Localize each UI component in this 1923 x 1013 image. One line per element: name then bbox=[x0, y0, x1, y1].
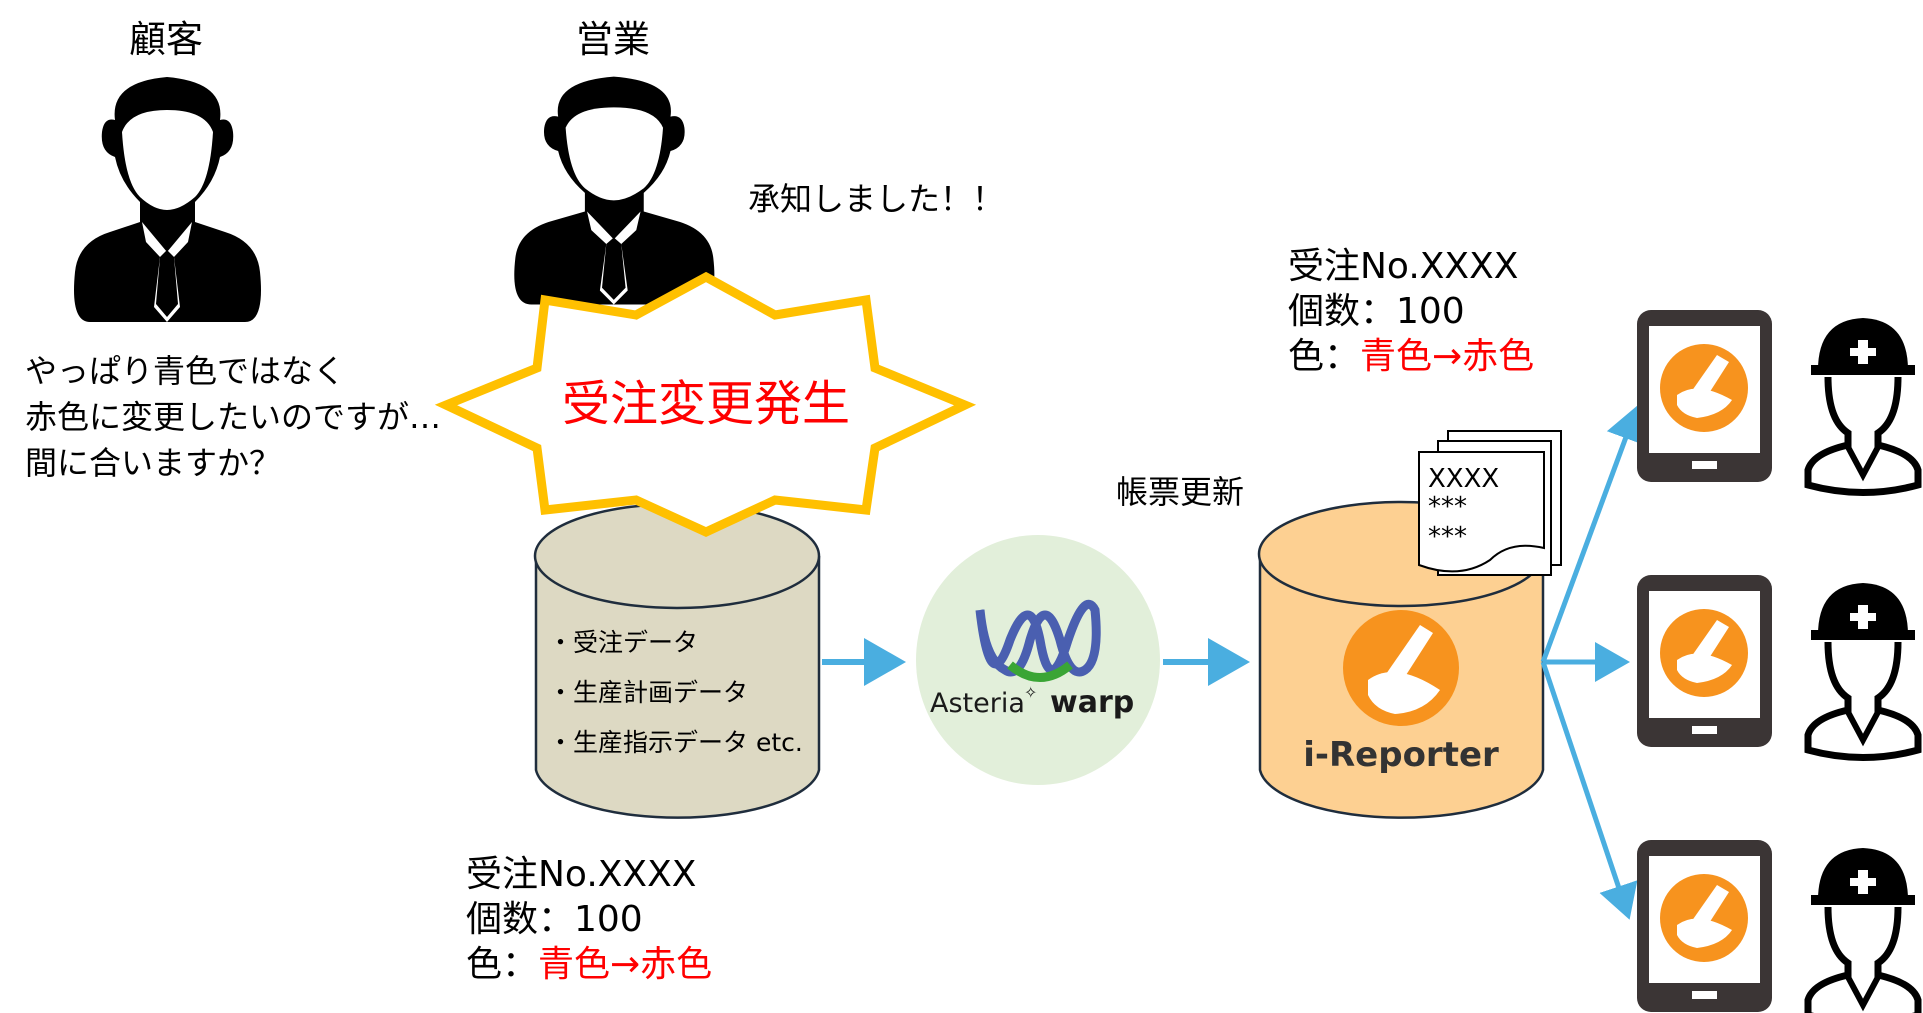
customer-label: 顧客 bbox=[129, 18, 203, 61]
arrow-to-tablet-1 bbox=[1540, 405, 1645, 663]
change-event-label: 受注変更発生 bbox=[562, 376, 850, 432]
worker-icon bbox=[1808, 315, 1918, 493]
order-info-bottom-color: 色：青色→赤色 bbox=[466, 944, 712, 985]
asteria-name: Asteria bbox=[930, 688, 1025, 719]
customer-request-line-3: 間に合いますか？ bbox=[25, 444, 281, 482]
tablet-icon bbox=[1637, 310, 1772, 482]
customer-person-icon bbox=[74, 77, 261, 322]
sales-person-icon bbox=[514, 76, 715, 305]
color-prefix: 色： bbox=[466, 944, 538, 985]
document-line: *** bbox=[1428, 492, 1467, 522]
source-db-item: ・生産指示データ etc. bbox=[548, 728, 803, 757]
order-info-bottom-number: 受注No.XXXX bbox=[466, 854, 696, 895]
asteria-warp-logo bbox=[916, 535, 1160, 785]
source-database bbox=[533, 502, 821, 819]
customer-request-line-1: やっぱり青色ではなく bbox=[25, 352, 345, 390]
order-info-top-number: 受注No.XXXX bbox=[1288, 246, 1518, 287]
form-update-label: 帳票更新 bbox=[1116, 473, 1244, 511]
source-db-item: ・受注データ bbox=[548, 628, 698, 657]
document-line: *** bbox=[1428, 522, 1467, 552]
sales-reply: 承知しました！！ bbox=[748, 180, 1004, 218]
worker-icon bbox=[1808, 580, 1918, 758]
order-info-bottom-quantity: 個数：100 bbox=[466, 899, 643, 940]
color-prefix: 色： bbox=[1288, 336, 1360, 377]
order-info-top-quantity: 個数：100 bbox=[1288, 291, 1465, 332]
sales-label: 営業 bbox=[576, 18, 650, 61]
ireporter-logo-text: i-Reporter bbox=[1303, 735, 1499, 775]
arrow-to-tablet-3 bbox=[1540, 661, 1638, 920]
color-change: 青色→赤色 bbox=[1360, 336, 1534, 377]
asteria-sparkle-icon: ✧ bbox=[1024, 683, 1037, 702]
customer-request-line-2: 赤色に変更したいのですが… bbox=[25, 398, 441, 436]
asteria-warp: warp bbox=[1050, 685, 1134, 720]
tablet-icon bbox=[1637, 575, 1772, 747]
source-db-item: ・生産計画データ bbox=[548, 678, 748, 707]
tablet-icon bbox=[1637, 840, 1772, 1012]
worker-icon bbox=[1808, 845, 1918, 1013]
color-change: 青色→赤色 bbox=[538, 944, 712, 985]
document-line: XXXX bbox=[1428, 464, 1499, 494]
change-event-starburst bbox=[434, 271, 977, 537]
document-stack-icon bbox=[1418, 430, 1562, 576]
order-info-top-color: 色：青色→赤色 bbox=[1288, 336, 1534, 377]
